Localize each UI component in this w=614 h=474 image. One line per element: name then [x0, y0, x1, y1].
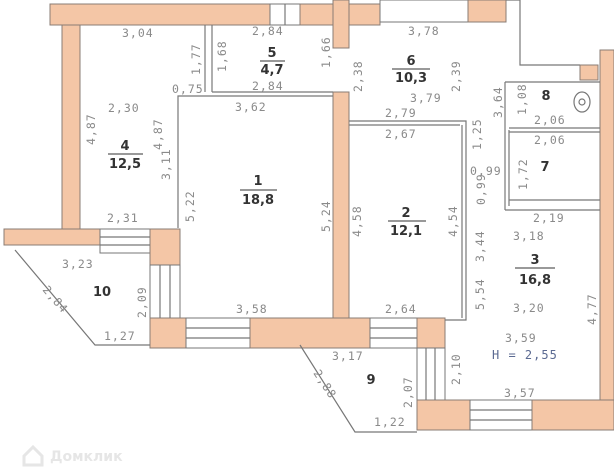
dim: 2,06 — [534, 133, 566, 147]
dimensions: 3,04 2,84 1,77 1,68 1,66 0,75 2,84 3,62 … — [40, 24, 599, 429]
room-number: 4 — [120, 139, 129, 154]
dim: 3,62 — [235, 100, 267, 114]
dim: 2,06 — [534, 113, 566, 127]
dim: 1,66 — [319, 36, 333, 68]
dim: 4,54 — [446, 205, 460, 237]
walls — [3, 0, 614, 431]
dim: 4,77 — [585, 293, 599, 325]
dim: 3,11 — [159, 148, 173, 180]
room-area: 12,1 — [390, 224, 422, 239]
dim: 3,78 — [408, 24, 440, 38]
dim: 2,09 — [135, 286, 149, 318]
room-area: 16,8 — [519, 273, 551, 288]
dim: 2,88 — [310, 367, 339, 401]
dim: 2,39 — [449, 60, 463, 92]
room-area: 4,7 — [260, 63, 283, 78]
watermark-text: Домклик — [50, 449, 123, 465]
dim: 2,38 — [351, 60, 365, 92]
dim: 1,25 — [470, 118, 484, 150]
dim: 5,54 — [473, 278, 487, 310]
dim: 4,58 — [350, 205, 364, 237]
dim: 2,07 — [401, 376, 415, 408]
dim: 1,22 — [374, 415, 406, 429]
dim: 2,31 — [107, 211, 139, 225]
dim: 2,84 — [252, 24, 284, 38]
dim: 5,24 — [319, 200, 333, 232]
dim: 3,18 — [513, 229, 545, 243]
dim: 4,87 — [84, 113, 98, 145]
dim: 4,87 — [151, 118, 165, 150]
room-number: 2 — [401, 206, 410, 221]
dim: 1,77 — [189, 43, 203, 75]
toilet-icon — [573, 91, 591, 113]
dim: 3,44 — [473, 230, 487, 262]
dim: 2,64 — [385, 302, 417, 316]
room-number: 3 — [530, 253, 539, 268]
dim: 0,99 — [474, 173, 488, 205]
dim: 1,68 — [215, 40, 229, 72]
domclick-logo: Домклик — [22, 444, 123, 467]
dim: 3,17 — [332, 349, 364, 363]
dim: 2,10 — [449, 353, 463, 385]
dim: 3,59 — [505, 331, 537, 345]
dim: 3,64 — [491, 86, 505, 118]
dim: 3,57 — [504, 386, 536, 400]
dim: 3,23 — [62, 257, 94, 271]
dim: 2,67 — [385, 127, 417, 141]
room-number: 7 — [540, 160, 549, 175]
room-number: 1 — [253, 174, 262, 189]
dim: 1,08 — [515, 83, 529, 115]
dim: 1,27 — [104, 329, 136, 343]
dim: 1,72 — [516, 158, 530, 190]
room-area: 12,5 — [109, 157, 141, 172]
dim: 2,84 — [252, 79, 284, 93]
dim: 0,99 — [470, 164, 502, 178]
dim: 5,22 — [183, 190, 197, 222]
dim: 3,20 — [513, 301, 545, 315]
dim: 2,19 — [533, 211, 565, 225]
dim: 2,79 — [385, 106, 417, 120]
partitions — [14, 25, 600, 433]
room-number: 8 — [541, 89, 550, 104]
room-number: 9 — [366, 373, 375, 388]
dim: 3,58 — [236, 302, 268, 316]
dim: 3,04 — [122, 26, 154, 40]
room-area: 10,3 — [395, 71, 427, 86]
room-number: 10 — [93, 285, 111, 300]
dim: 3,79 — [410, 91, 442, 105]
room-number: 6 — [406, 54, 415, 69]
dim: 0,75 — [172, 82, 204, 96]
room-area: 18,8 — [242, 193, 274, 208]
ceiling-height: H = 2,55 — [492, 348, 558, 362]
dim: 2,30 — [108, 101, 140, 115]
room-number: 5 — [267, 46, 276, 61]
room-labels: 4 12,5 5 4,7 1 18,8 6 10,3 2 12,1 3 16,8… — [93, 46, 555, 388]
